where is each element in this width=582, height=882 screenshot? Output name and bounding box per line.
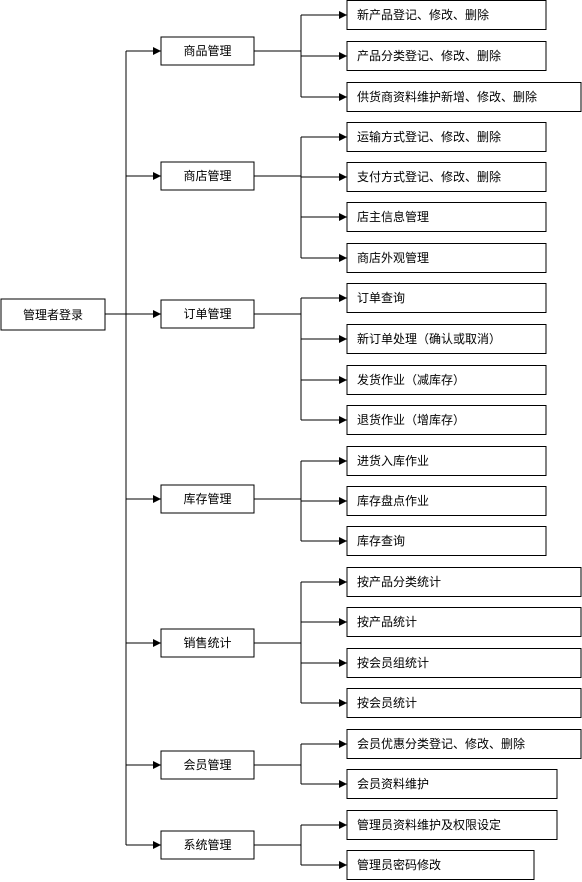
function-node-label: 会员资料维护: [357, 777, 429, 791]
module-node-label: 商品管理: [183, 43, 231, 58]
function-node: 支付方式登记、修改、删除: [346, 162, 547, 192]
function-node-label: 店主信息管理: [357, 209, 429, 224]
function-node-label: 管理员密码修改: [357, 857, 441, 872]
function-node: 按会员组统计: [346, 648, 582, 678]
function-node: 新订单处理（确认或取消）: [346, 324, 547, 354]
module-node: 系统管理: [160, 830, 255, 860]
module-node-label: 会员管理: [183, 757, 231, 772]
function-node-label: 库存查询: [357, 533, 405, 548]
module-node-label: 商店管理: [183, 168, 231, 183]
function-node-label: 管理员资料维护及权限设定: [357, 817, 501, 832]
function-node-label: 运输方式登记、修改、删除: [357, 129, 501, 144]
function-node: 按产品分类统计: [346, 567, 582, 597]
module-node: 库存管理: [160, 484, 255, 514]
function-node-label: 支付方式登记、修改、删除: [357, 169, 501, 184]
function-node: 管理员密码修改: [346, 850, 535, 880]
module-node-label: 订单管理: [183, 306, 231, 321]
module-node-label: 系统管理: [183, 837, 231, 852]
function-node: 发货作业（减库存）: [346, 365, 547, 395]
function-node-label: 按会员组统计: [357, 656, 429, 670]
module-node: 销售统计: [160, 628, 255, 658]
module-node: 商店管理: [160, 161, 255, 191]
function-node-label: 新产品登记、修改、删除: [357, 7, 489, 22]
function-node-label: 订单查询: [357, 291, 405, 305]
module-node: 商品管理: [160, 36, 255, 66]
function-node-label: 按会员统计: [357, 696, 417, 710]
function-node-label: 产品分类登记、修改、删除: [357, 48, 501, 63]
function-node-label: 进货入库作业: [357, 453, 429, 468]
function-node: 会员优惠分类登记、修改、删除: [346, 729, 582, 759]
function-node-label: 发货作业（减库存）: [357, 372, 465, 387]
function-node: 运输方式登记、修改、删除: [346, 122, 547, 152]
root-label: 管理者登录: [23, 307, 83, 322]
function-node-label: 库存盘点作业: [357, 493, 429, 508]
function-node-label: 新订单处理（确认或取消）: [357, 331, 501, 346]
function-node: 会员资料维护: [346, 769, 558, 799]
function-node: 库存盘点作业: [346, 486, 547, 516]
module-node-label: 销售统计: [183, 635, 231, 650]
function-node: 商店外观管理: [346, 243, 547, 273]
function-node-label: 退货作业（增库存）: [357, 412, 465, 427]
function-node: 进货入库作业: [346, 446, 547, 476]
module-node-label: 库存管理: [183, 491, 231, 506]
function-node-label: 供货商资料维护新增、修改、删除: [357, 89, 537, 104]
function-node: 库存查询: [346, 526, 547, 556]
function-node-label: 按产品分类统计: [357, 575, 441, 589]
function-node: 按产品统计: [346, 607, 582, 637]
function-node: 新产品登记、修改、删除: [346, 0, 547, 30]
function-node-label: 商店外观管理: [357, 250, 429, 265]
function-node: 按会员统计: [346, 688, 582, 718]
root-node: 管理者登录: [0, 298, 106, 331]
function-node: 退货作业（增库存）: [346, 405, 547, 435]
function-node-label: 会员优惠分类登记、修改、删除: [357, 736, 525, 751]
module-node: 会员管理: [160, 750, 255, 780]
function-node-label: 按产品统计: [357, 615, 417, 629]
function-node: 管理员资料维护及权限设定: [346, 810, 558, 840]
function-node: 产品分类登记、修改、删除: [346, 41, 547, 71]
module-node: 订单管理: [160, 299, 255, 329]
function-node: 店主信息管理: [346, 202, 547, 232]
function-node: 订单查询: [346, 283, 547, 313]
function-node: 供货商资料维护新增、修改、删除: [346, 82, 582, 112]
